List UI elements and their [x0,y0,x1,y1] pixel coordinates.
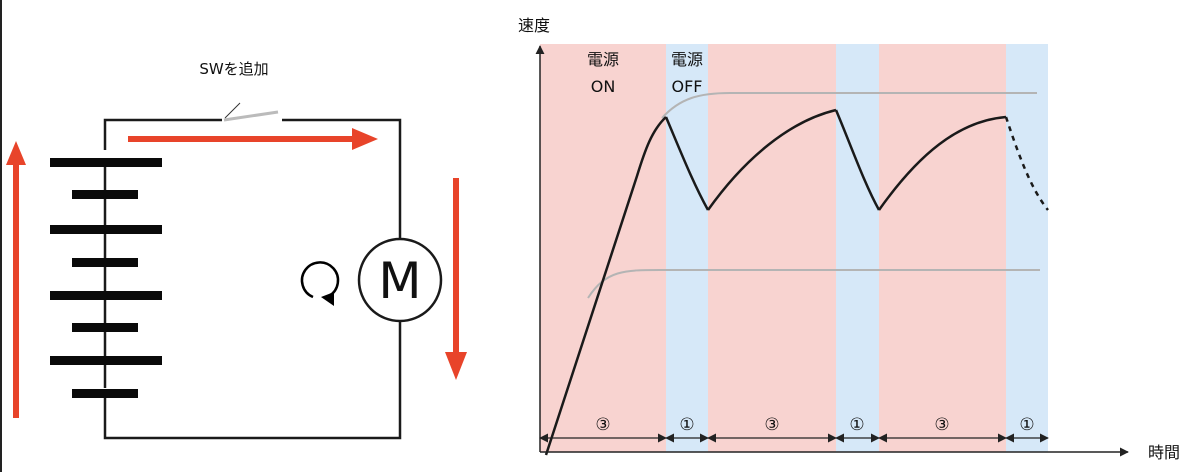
current-arrow-down [445,178,467,380]
speed-curve-startup [544,116,667,456]
phase-label: ③ [934,415,949,435]
speed-curve-decay-projected [1004,116,1049,211]
x-axis-label: 時間 [1148,443,1180,462]
speed-limit-high-curve [661,92,1037,119]
circuit-diagram: SWを追加 M [6,60,467,440]
speed-curve-rise [877,115,1007,211]
switch-label-leader [224,102,241,119]
circuit-wire-top-left [103,118,222,150]
y-axis-label: 速度 [518,16,550,35]
switch-lever [223,110,279,122]
phase-label: ① [1019,415,1034,435]
motor: M [357,237,443,323]
motor-label: M [378,252,421,310]
power-on-band [540,44,666,452]
speed-limit-low-curve [587,269,1040,299]
power-on-label-line2: ON [591,77,616,96]
current-arrow-up [6,141,26,418]
power-off-band [1006,44,1048,452]
speed-graph: 速度 時間 電源 ON 電源 OFF ③ ① ③ ① ③ ① [518,16,1180,462]
current-arrow-right [128,128,378,150]
power-off-label-line1: 電源 [671,50,703,69]
speed-curve-decay [664,116,710,211]
circuit-wire-top-right [282,118,402,238]
motor-circle [357,237,443,323]
phase-label: ③ [764,415,779,435]
speed-curve-rise [706,108,837,211]
phase-label: ① [849,415,864,435]
power-on-band [879,44,1006,452]
phase-label: ③ [595,415,610,435]
power-off-band [666,44,708,452]
power-on-band [708,44,836,452]
battery-stack [50,158,162,398]
power-on-label-line1: 電源 [587,50,619,69]
power-off-label-line2: OFF [672,77,703,96]
speed-curve-decay [834,109,881,211]
phase-label: ① [679,415,694,435]
switch-label: SWを追加 [199,60,268,78]
rotation-icon [300,261,340,306]
circuit-wire-bottom [103,322,402,440]
power-off-band [836,44,879,452]
